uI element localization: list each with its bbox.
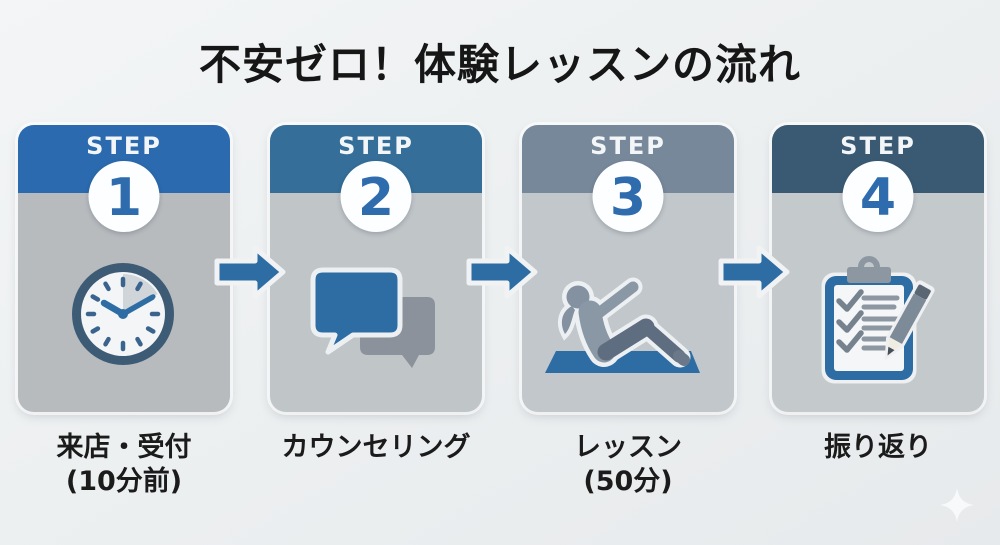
step-3-caption: レッスン (50分) — [498, 431, 758, 499]
step-3-label: STEP — [590, 132, 666, 160]
step-1-label: STEP — [86, 132, 162, 160]
clipboard-checklist-icon — [815, 249, 960, 394]
step-1-number-badge: 1 — [88, 161, 160, 232]
step-1-number: 1 — [105, 168, 143, 228]
sparkle-icon — [938, 486, 976, 524]
arrow-right-icon-1 — [214, 244, 286, 300]
clock-icon — [68, 259, 178, 369]
step-3-number-badge: 3 — [592, 161, 664, 232]
step-4-number: 4 — [859, 168, 897, 228]
step-3-number: 3 — [609, 168, 647, 228]
caption-line-2: (50分) — [583, 466, 673, 497]
step-card-4: STEP — [772, 125, 984, 412]
step-4-number-badge: 4 — [842, 161, 914, 232]
step-card-2: STEP 2 — [270, 125, 482, 412]
step-2-label: STEP — [338, 132, 414, 160]
page-title: 不安ゼロ！体験レッスンの流れ — [198, 40, 801, 89]
step-2-caption: カウンセリング — [246, 431, 506, 465]
situp-exercise-icon — [533, 265, 723, 390]
step-4-caption: 振り返り — [748, 431, 1000, 465]
arrow-right-icon-3 — [718, 244, 790, 300]
caption-line-1: 振り返り — [824, 432, 932, 463]
caption-line-2: (10分前) — [65, 466, 183, 497]
step-1-body — [18, 193, 230, 412]
caption-line-1: 来店・受付 — [56, 432, 192, 463]
step-card-1: STEP — [18, 125, 230, 412]
step-2-number: 2 — [357, 168, 395, 228]
step-3-body — [522, 193, 734, 412]
step-2-number-badge: 2 — [340, 161, 412, 232]
arrow-right-icon-2 — [466, 244, 538, 300]
chat-bubbles-icon — [298, 255, 458, 385]
caption-line-1: カウンセリング — [281, 432, 471, 463]
caption-line-1: レッスン — [574, 432, 682, 463]
step-card-3: STEP — [522, 125, 734, 412]
step-4-label: STEP — [840, 132, 916, 160]
step-1-caption: 来店・受付 (10分前) — [0, 431, 254, 499]
